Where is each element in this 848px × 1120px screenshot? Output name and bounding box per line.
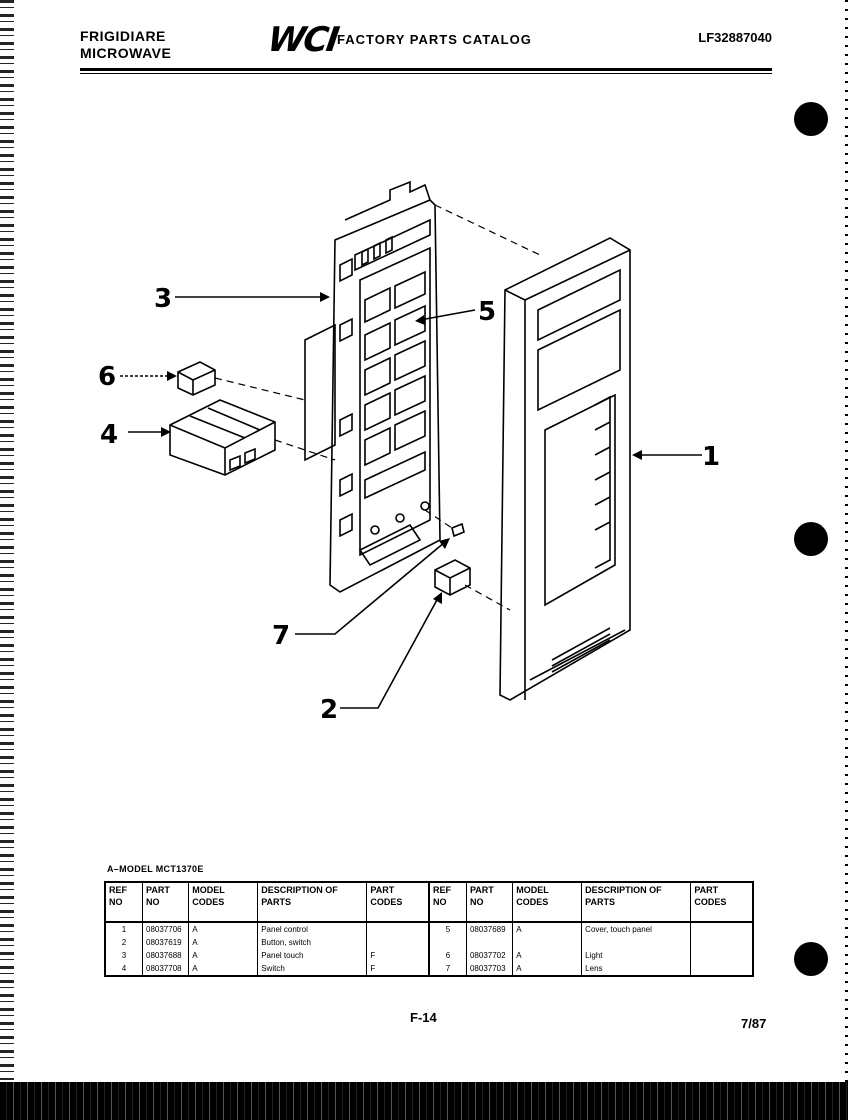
col-part-codes-2: PART CODES bbox=[690, 882, 753, 923]
cell-codes: F bbox=[366, 962, 429, 976]
switch-part bbox=[169, 399, 276, 476]
col-description-2: DESCRIPTION OF PARTS bbox=[581, 882, 691, 923]
cell-part: 08037706 bbox=[141, 922, 189, 936]
cell-desc: Lens bbox=[581, 962, 691, 976]
cell-model: A bbox=[512, 922, 582, 936]
binder-hole-bottom bbox=[794, 942, 828, 976]
light-socket bbox=[177, 361, 216, 396]
cell-codes bbox=[366, 922, 429, 936]
page-number: F-14 bbox=[410, 1010, 437, 1025]
cell-desc: Switch bbox=[257, 962, 367, 976]
arrow-heads bbox=[161, 292, 642, 604]
cell-model-empty bbox=[512, 936, 582, 949]
table-row: 1 08037706 A Panel control 5 08037689 A … bbox=[105, 922, 753, 936]
callout-1: 1 bbox=[702, 442, 720, 472]
scan-edge-bottom bbox=[0, 1082, 848, 1120]
button-switch bbox=[434, 559, 471, 596]
cell-part: 08037702 bbox=[465, 949, 513, 962]
cell-part: 08037689 bbox=[465, 922, 513, 936]
table-header-row: REF NO PART NO MODEL CODES DESCRIPTION O… bbox=[105, 882, 753, 923]
cell-model: A bbox=[512, 949, 582, 962]
leader-lines bbox=[120, 296, 702, 709]
cell-ref-empty bbox=[427, 936, 467, 949]
col-ref-no-2: REF NO bbox=[427, 882, 467, 923]
callout-7: 7 bbox=[272, 621, 290, 651]
scan-edge-right bbox=[845, 0, 848, 1120]
col-part-codes: PART CODES bbox=[366, 882, 429, 923]
cell-ref: 1 bbox=[121, 925, 127, 934]
wci-logo: WCI bbox=[265, 20, 340, 60]
header-rule bbox=[80, 68, 772, 71]
table-row: 2 08037619 A Button, switch bbox=[105, 936, 753, 949]
cell-desc: Panel control bbox=[257, 922, 367, 936]
cell-codes bbox=[690, 922, 753, 936]
parts-table: REF NO PART NO MODEL CODES DESCRIPTION O… bbox=[104, 881, 754, 977]
cell-codes bbox=[366, 936, 429, 949]
cell-part: 08037703 bbox=[465, 962, 513, 976]
cell-ref: 6 bbox=[427, 949, 467, 962]
cell-part-empty bbox=[465, 936, 513, 949]
model-note: A–MODEL MCT1370E bbox=[107, 864, 204, 874]
table-row: 4 08037708 A Switch F 7 08037703 A Lens bbox=[105, 962, 753, 976]
header-rule-thin bbox=[80, 73, 772, 74]
exploded-parts-diagram: 1 2 3 4 5 6 7 bbox=[98, 180, 720, 725]
table-row: 3 08037688 A Panel touch F 6 08037702 A … bbox=[105, 949, 753, 962]
col-part-no-2: PART NO bbox=[465, 882, 513, 923]
cell-part: 08037619 bbox=[141, 936, 189, 949]
callout-6: 6 bbox=[98, 362, 116, 392]
cell-part: 08037708 bbox=[141, 962, 189, 976]
col-description: DESCRIPTION OF PARTS bbox=[257, 882, 367, 923]
cell-part: 08037688 bbox=[141, 949, 189, 962]
cell-model: A bbox=[188, 922, 258, 936]
cell-ref: 7 bbox=[427, 962, 467, 976]
control-panel-cover bbox=[499, 237, 631, 701]
cell-desc: Panel touch bbox=[257, 949, 367, 962]
scan-edge-left bbox=[0, 0, 14, 1080]
brand-line2: MICROWAVE bbox=[80, 45, 172, 61]
cell-model: A bbox=[188, 949, 258, 962]
catalog-title: FACTORY PARTS CATALOG bbox=[337, 32, 532, 47]
cell-model: A bbox=[188, 936, 258, 949]
callout-4: 4 bbox=[100, 420, 118, 450]
cell-ref: 3 bbox=[121, 951, 127, 960]
binder-hole-top bbox=[794, 102, 828, 136]
callout-5: 5 bbox=[478, 297, 496, 327]
cell-ref: 4 bbox=[121, 964, 127, 973]
cell-ref: 2 bbox=[121, 938, 127, 947]
binder-hole-middle bbox=[794, 522, 828, 556]
lens-part bbox=[451, 522, 465, 538]
brand-block: FRIGIDIARE MICROWAVE bbox=[80, 28, 171, 62]
col-part-no: PART NO bbox=[141, 882, 189, 923]
cell-desc: Button, switch bbox=[257, 936, 367, 949]
cell-codes bbox=[690, 949, 753, 962]
cell-codes: F bbox=[366, 949, 429, 962]
col-model-codes-2: MODEL CODES bbox=[512, 882, 582, 923]
callout-2: 2 bbox=[320, 695, 338, 725]
callout-3: 3 bbox=[154, 284, 172, 314]
cell-desc: Cover, touch panel bbox=[581, 922, 691, 936]
cell-codes bbox=[690, 962, 753, 976]
cell-ref: 5 bbox=[427, 922, 467, 936]
col-model-codes: MODEL CODES bbox=[188, 882, 258, 923]
cell-model: A bbox=[512, 962, 582, 976]
col-ref-no: REF NO bbox=[105, 882, 143, 923]
callout-labels: 1 2 3 4 5 6 7 bbox=[98, 284, 720, 725]
cell-codes-empty bbox=[690, 936, 753, 949]
brand-line1: FRIGIDIARE bbox=[80, 28, 166, 44]
model-code: LF32887040 bbox=[698, 30, 772, 45]
cell-model: A bbox=[188, 962, 258, 976]
revision-date: 7/87 bbox=[741, 1016, 767, 1031]
alignment-lines bbox=[214, 204, 541, 611]
cell-desc: Light bbox=[581, 949, 691, 962]
touch-panel-frame bbox=[304, 180, 441, 593]
cell-desc-empty bbox=[581, 936, 691, 949]
